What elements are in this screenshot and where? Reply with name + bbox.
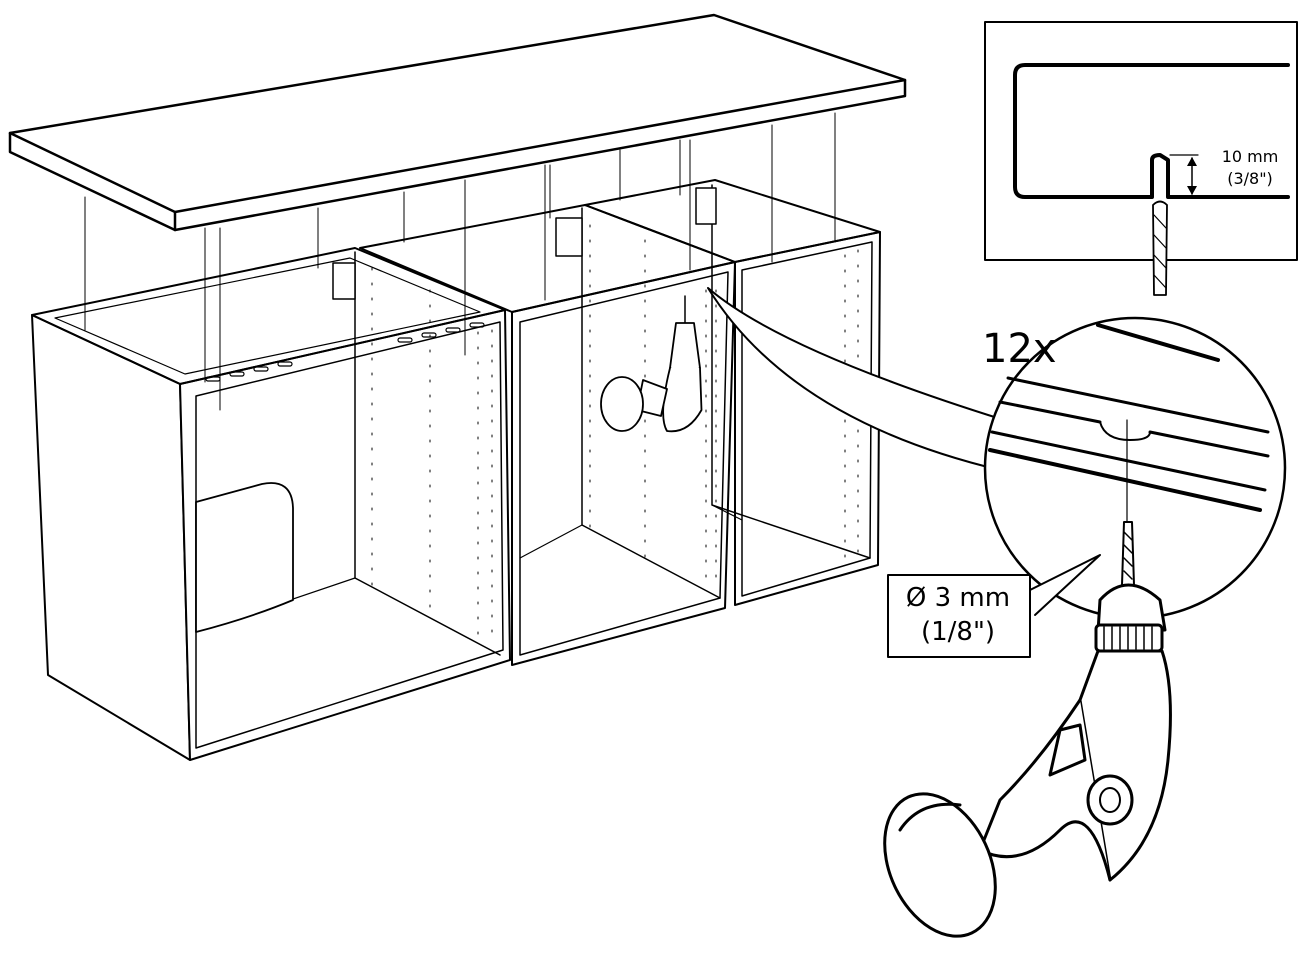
cabinet-frame-icon — [32, 180, 880, 760]
drill-diameter-inch: (1/8") — [921, 617, 995, 647]
drill-diameter-label: Ø 3 mm (1/8") — [888, 555, 1100, 657]
depth-inset: 10 mm (3/8") — [985, 22, 1297, 295]
depth-inch: (3/8") — [1227, 169, 1273, 188]
drill-bit-icon — [1122, 522, 1134, 585]
depth-mm: 10 mm — [1222, 147, 1279, 166]
cabinet-left — [32, 248, 510, 760]
drill-diameter-mm: Ø 3 mm — [906, 583, 1010, 613]
quantity-label: 12x — [982, 326, 1057, 372]
